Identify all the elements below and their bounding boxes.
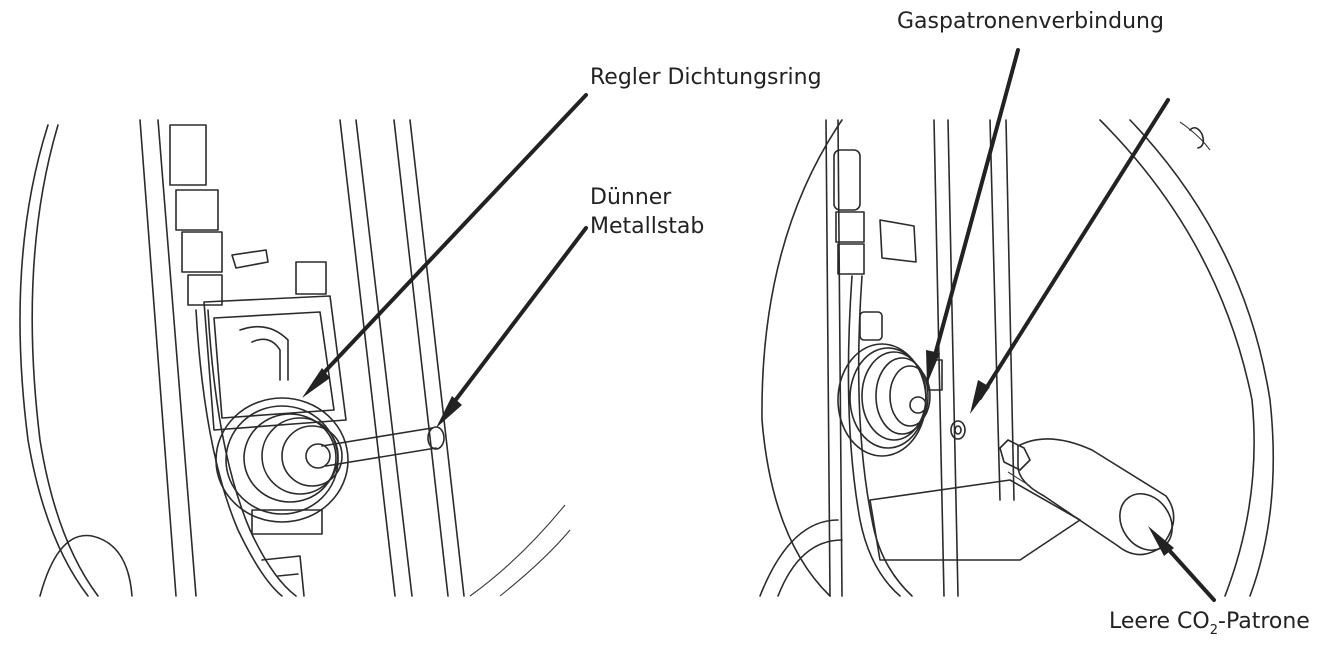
- left-illustration: [19, 119, 571, 597]
- callout-gas-text: Gaspatronenverbindung: [897, 9, 1164, 34]
- callout-co2-post: -Patrone: [1218, 609, 1310, 634]
- arrow-regler: [302, 93, 588, 398]
- arrow-gas-2: [970, 98, 1170, 414]
- callout-co2-sub: 2: [1209, 623, 1218, 638]
- callout-co2-pre: Leere CO: [1109, 609, 1210, 634]
- callout-duenner-metallstab: Dünner Metallstab: [590, 184, 704, 241]
- callout-gaspatronenverbindung: Gaspatronenverbindung: [897, 8, 1164, 37]
- arrow-co2: [1148, 526, 1216, 602]
- callout-regler-text: Regler Dichtungsring: [590, 65, 822, 90]
- callout-leere-co2-patrone: Leere CO2-Patrone: [1109, 608, 1310, 638]
- callout-regler-dichtungsring: Regler Dichtungsring: [590, 64, 822, 93]
- callout-stab-line1: Dünner: [590, 185, 672, 210]
- right-illustration: [759, 119, 1275, 597]
- arrow-gas: [926, 48, 1020, 384]
- callout-stab-line2: Metallstab: [590, 213, 705, 239]
- arrow-stab: [436, 226, 588, 428]
